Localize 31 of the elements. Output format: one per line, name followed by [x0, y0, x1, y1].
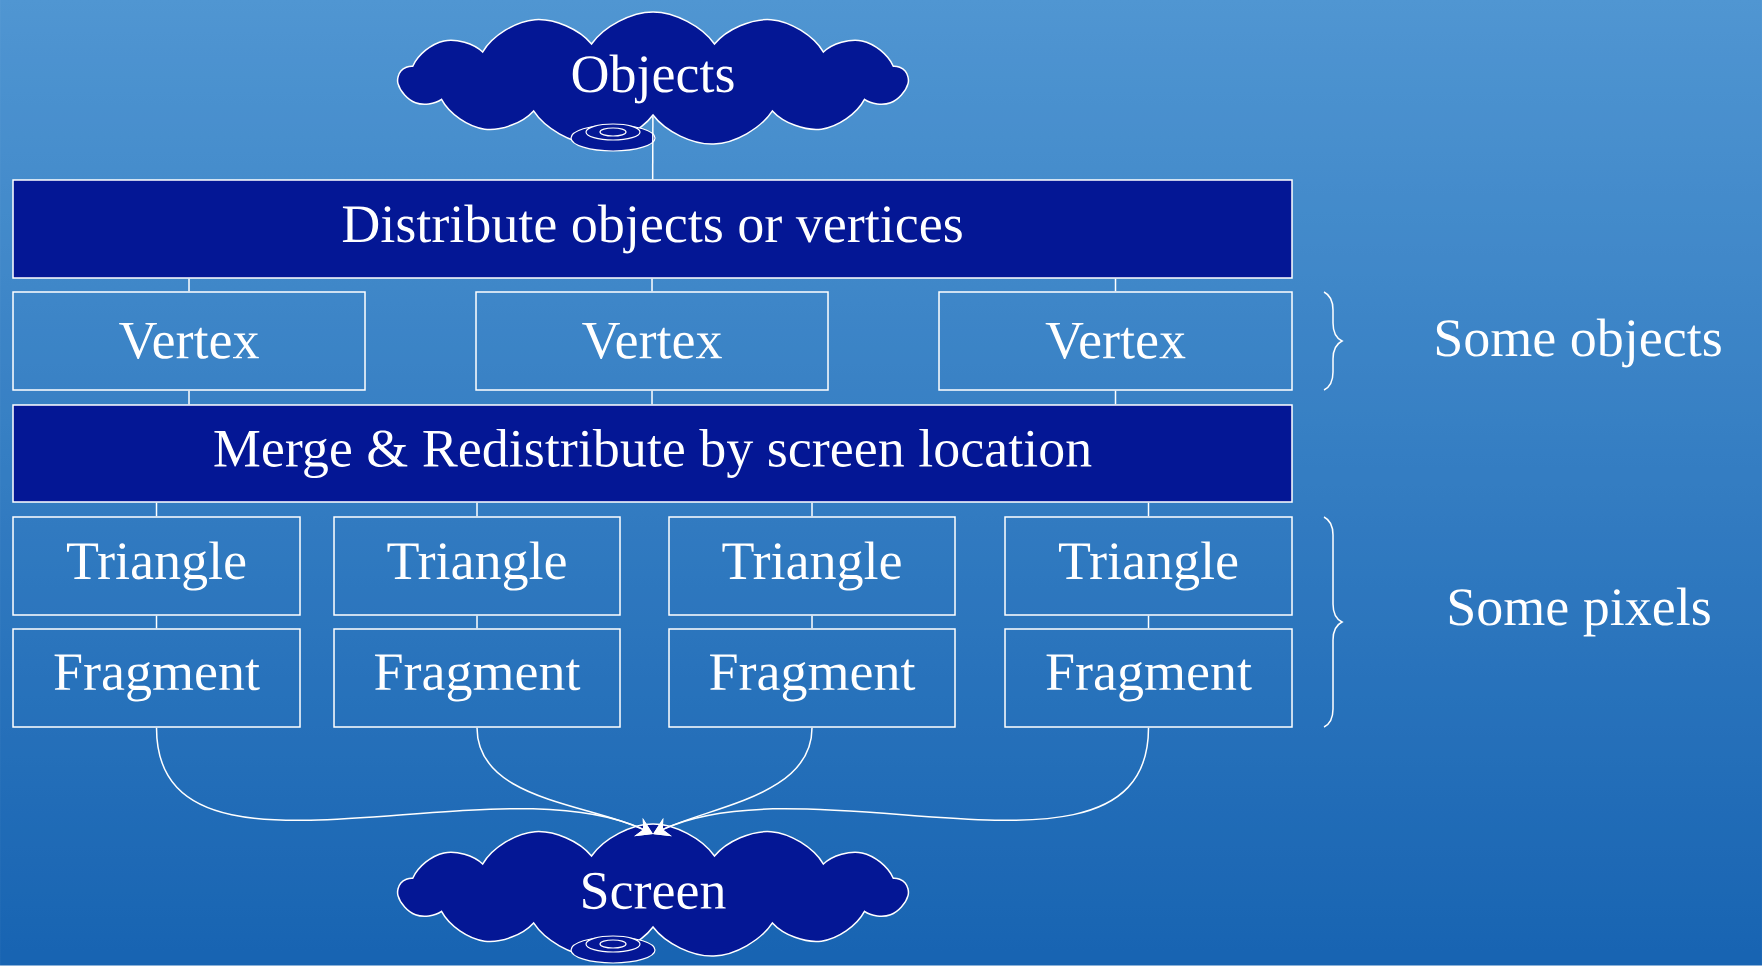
process-box: Distribute objects or vertices: [12, 179, 1293, 279]
connector: [811, 615, 813, 629]
connector: [155, 615, 158, 629]
connector: [651, 115, 654, 180]
stage-box: Fragment: [12, 628, 301, 728]
stage-box: Fragment: [668, 628, 956, 728]
stage-box: Triangle: [668, 516, 956, 616]
stage-box: Fragment: [1004, 628, 1293, 728]
connector: [188, 390, 190, 405]
process-box: Merge & Redistribute by screen location: [12, 404, 1293, 503]
connector: [1147, 615, 1150, 629]
connector: [651, 390, 653, 405]
stage-box: Vertex: [475, 291, 829, 391]
connector: [155, 502, 158, 517]
group-label: Some pixels: [1449, 587, 1710, 637]
group-label: Some objects: [1436, 318, 1721, 368]
connector: [476, 615, 478, 629]
connector: [1147, 502, 1150, 517]
stage-box: Fragment: [333, 628, 621, 728]
stage-box: Vertex: [938, 291, 1293, 391]
stage-box: Triangle: [333, 516, 621, 616]
connector: [476, 502, 478, 517]
stage-box: Vertex: [12, 291, 366, 391]
connector: [653, 727, 1150, 837]
connector: [651, 278, 653, 292]
stage-box: Triangle: [12, 516, 301, 616]
stage-box: Triangle: [1004, 516, 1293, 616]
connector: [811, 502, 813, 517]
connector: [188, 278, 190, 292]
connector: [1114, 390, 1117, 405]
connector: [1114, 278, 1117, 292]
